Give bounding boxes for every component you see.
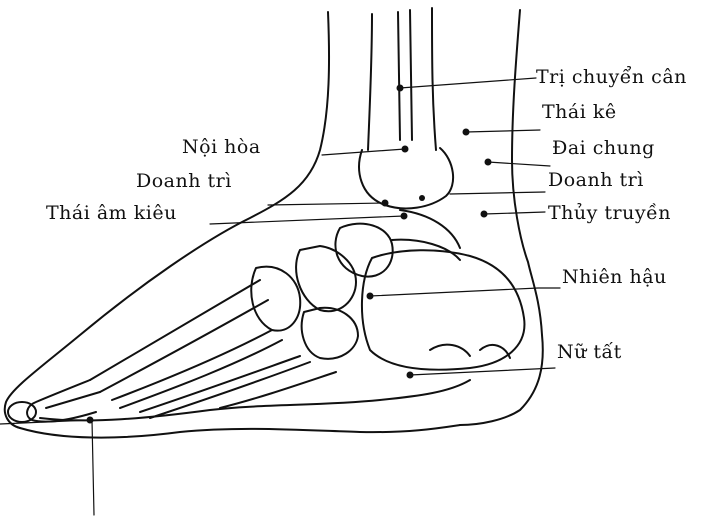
toe-bones (27, 380, 100, 422)
leader-doanh-tri-right (450, 192, 545, 194)
arch-line (40, 380, 470, 420)
leader-noi-hoa (322, 149, 405, 155)
leader-doanh-tri-left (268, 203, 385, 205)
leg-back-outline (460, 10, 543, 425)
leader-dai-chung (488, 162, 550, 166)
cuneiform-bones (296, 246, 356, 311)
navicular-bone (335, 224, 392, 277)
sole-outline (20, 425, 460, 438)
label-thai-am-kieu: Thái âm kiêu (46, 204, 177, 223)
label-nhien-hau: Nhiên hậu (562, 268, 667, 287)
big-toe-tip (8, 402, 36, 422)
point-doanh-tri-2 (419, 195, 425, 201)
leader-thuy-truyen (484, 212, 545, 214)
label-doanh-tri-right: Doanh trì (548, 171, 644, 190)
label-nu-tat: Nữ tất (557, 343, 622, 362)
label-dai-chung: Đai chung (552, 139, 655, 158)
label-noi-hoa: Nội hòa (182, 138, 261, 157)
label-thuy-truyen: Thủy truyền (548, 204, 671, 223)
talus-bone (359, 148, 453, 208)
leader-thai-am-kieu (210, 216, 404, 224)
tibia-bone (368, 8, 436, 150)
leader-thai-ke (466, 130, 540, 132)
cuneiform-medial (251, 267, 300, 331)
label-tri-chuyen-can: Trị chuyển cân (536, 68, 687, 87)
metatarsal-2 (112, 330, 282, 408)
leader-nhien-hau (370, 288, 560, 296)
leader-toe-vertical (92, 420, 94, 515)
metatarsal-1 (90, 280, 268, 392)
heel-detail (430, 345, 510, 358)
label-thai-ke: Thái kê (542, 103, 617, 122)
label-doanh-tri-left: Doanh trì (136, 172, 232, 191)
cuboid-bone (302, 308, 358, 359)
fibula-bone (398, 10, 412, 140)
